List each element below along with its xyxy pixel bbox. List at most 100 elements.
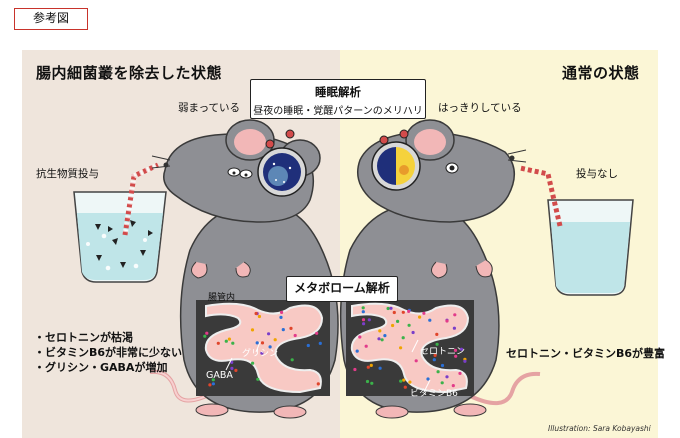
gut-dot <box>378 329 381 332</box>
left-finding-3: ・グリシン・GABAが増加 <box>34 360 182 375</box>
gut-dot <box>428 319 431 322</box>
gut-dot <box>367 366 370 369</box>
gut-dot <box>453 313 456 316</box>
vitamin-b6-label: ビタミンB6 <box>410 386 458 399</box>
gut-dot <box>362 310 365 313</box>
serotonin-label: セロトニン <box>420 344 465 357</box>
gut-dot <box>317 382 320 385</box>
gut-dot <box>255 312 258 315</box>
gut-dot <box>445 375 448 378</box>
gut-dot <box>358 335 361 338</box>
gut-dot <box>282 328 285 331</box>
gut-dot <box>251 328 254 331</box>
gut-dot <box>445 319 448 322</box>
gut-dot <box>418 316 421 319</box>
glycine-label: グリシン <box>242 346 278 359</box>
illustration-credit: Illustration: Sara Kobayashi <box>548 424 651 433</box>
gut-dot <box>205 332 208 335</box>
gut-dot <box>208 383 211 386</box>
gut-dot <box>441 381 444 384</box>
gut-dot <box>391 324 394 327</box>
left-drug-label: 抗生物質投与 <box>36 166 99 181</box>
gut-dot <box>261 341 264 344</box>
gut-dot <box>435 333 438 336</box>
gut-dot <box>377 337 380 340</box>
gut-dot <box>402 379 405 382</box>
gut-dot <box>289 327 292 330</box>
gaba-label: GABA <box>206 370 233 381</box>
gut-dot <box>256 378 259 381</box>
left-state-label: 弱まっている <box>178 100 240 115</box>
gut-dot <box>404 386 407 389</box>
metabolome-box: メタボローム解析 <box>286 276 398 302</box>
left-cup <box>74 192 166 282</box>
right-cup <box>548 200 633 295</box>
gut-dot <box>412 331 415 334</box>
gut-dot <box>381 338 384 341</box>
gut-dot <box>315 332 318 335</box>
gut-dot <box>294 334 297 337</box>
gut-dot <box>291 358 294 361</box>
gut-dot <box>408 381 411 384</box>
gut-dot <box>370 364 373 367</box>
gut-dot <box>203 335 206 338</box>
gut-dot <box>389 307 392 310</box>
gut-dot <box>399 380 402 383</box>
gut-dot <box>368 318 371 321</box>
left-findings-list: ・セロトニンが枯渇 ・ビタミンB6が非常に少ない ・グリシン・GABAが増加 <box>34 330 182 375</box>
gut-dot <box>307 344 310 347</box>
gut-dot <box>231 342 234 345</box>
gut-dot <box>362 318 365 321</box>
gut-dot <box>408 324 411 327</box>
gut-dot <box>415 359 418 362</box>
gut-dot <box>267 332 270 335</box>
gut-dot <box>366 380 369 383</box>
gut-dot <box>437 370 440 373</box>
gut-dot <box>422 312 425 315</box>
gut-dot <box>379 367 382 370</box>
right-findings: セロトニン・ビタミンB6が豊富 <box>506 346 665 361</box>
right-state-label: はっきりしている <box>438 100 522 115</box>
left-panel-title: 腸内細菌叢を除去した状態 <box>36 62 222 83</box>
right-panel-title: 通常の状態 <box>562 62 640 83</box>
gut-dot <box>279 316 282 319</box>
gut-dot <box>365 345 368 348</box>
gut-dot <box>251 362 254 365</box>
gut-dot <box>393 311 396 314</box>
gut-dot <box>274 338 277 341</box>
sleep-analysis-box: 睡眠解析 昼夜の睡眠・覚醒パターンのメリハリ <box>250 79 426 119</box>
gut-dot <box>228 338 231 341</box>
gut-dot <box>258 315 261 318</box>
gut-dot <box>426 377 429 380</box>
gut-dot <box>383 334 386 337</box>
gut-dot <box>402 336 405 339</box>
gut-dot <box>453 327 456 330</box>
gut-dot <box>463 360 466 363</box>
gut-dot <box>256 341 259 344</box>
sleep-analysis-title: 睡眠解析 <box>251 84 425 100</box>
sleep-analysis-subtitle: 昼夜の睡眠・覚醒パターンのメリハリ <box>251 102 425 117</box>
gut-dot <box>407 310 410 313</box>
gut-dot <box>217 342 220 345</box>
gut-dot <box>441 364 444 367</box>
gut-dot <box>319 342 322 345</box>
gut-dot <box>402 311 405 314</box>
gut-dot <box>399 346 402 349</box>
reference-label: 参考図 <box>14 8 88 30</box>
gut-dot <box>387 307 390 310</box>
gut-dot <box>280 311 283 314</box>
gut-dot <box>225 340 228 343</box>
right-drug-label: 投与なし <box>576 166 618 181</box>
gut-dot <box>362 306 365 309</box>
gut-dot <box>458 372 461 375</box>
left-finding-2: ・ビタミンB6が非常に少ない <box>34 345 182 360</box>
gut-dot <box>433 358 436 361</box>
gut-dot <box>370 382 373 385</box>
gut-dot <box>362 322 365 325</box>
gut-dot <box>212 382 215 385</box>
gut-dot <box>353 368 356 371</box>
gut-dot <box>234 369 237 372</box>
gut-dot <box>356 350 359 353</box>
left-finding-1: ・セロトニンが枯渇 <box>34 330 182 345</box>
gut-dot <box>396 320 399 323</box>
